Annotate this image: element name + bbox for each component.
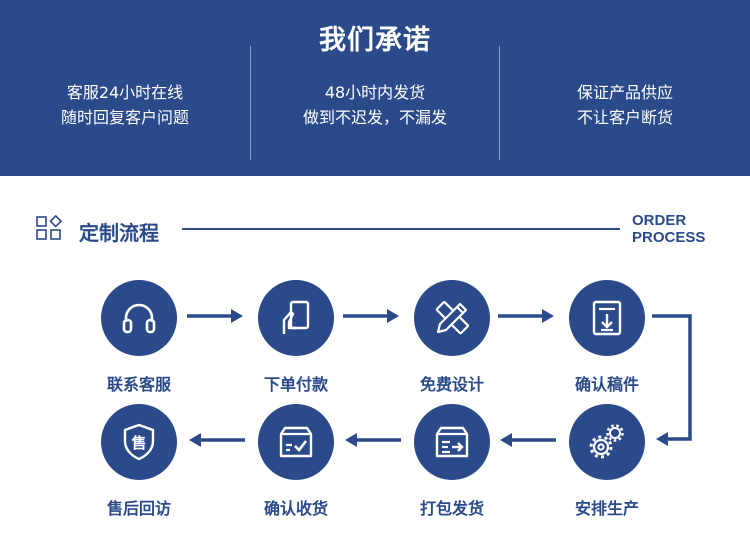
step-label: 联系客服 [106, 375, 171, 394]
banner-divider [499, 46, 500, 160]
step-label: 确认稿件 [574, 375, 639, 394]
promise-item: 保证产品供应 不让客户断货 [500, 80, 750, 130]
step-label: 确认收货 [263, 499, 328, 518]
step-circle [258, 280, 334, 356]
banner-title: 我们承诺 [319, 25, 431, 56]
promise-line: 客服24小时在线 [66, 83, 184, 102]
gears-icon [589, 424, 624, 459]
flow-arrow-left [345, 433, 401, 447]
banner-divider [250, 46, 251, 160]
step-circle [414, 280, 490, 356]
promise-item: 48小时内发货 做到不迟发，不漏发 [250, 80, 500, 130]
step-circle [414, 404, 490, 480]
headset-icon [122, 303, 156, 334]
promise-line: 随时回复客户问题 [60, 108, 189, 127]
step-circle [569, 280, 645, 356]
svg-text:售: 售 [131, 434, 146, 452]
step-label: 打包发货 [419, 499, 484, 518]
step-circle [258, 404, 334, 480]
flow-arrow-left [500, 433, 556, 447]
english-line: PROCESS [632, 229, 706, 246]
grid-icon [36, 215, 63, 240]
flow-arrow-left [189, 433, 245, 447]
promise-line: 保证产品供应 [576, 83, 673, 102]
step-circle [101, 280, 177, 356]
box-check-icon [279, 426, 313, 458]
step-label: 安排生产 [574, 499, 639, 518]
step-circle: 售 [101, 404, 177, 480]
step-label: 下单付款 [263, 375, 328, 394]
flow-arrow-right [343, 309, 399, 323]
heading-line [182, 228, 620, 230]
box-arrow-icon [435, 426, 469, 458]
step-label: 免费设计 [419, 375, 484, 394]
ruler-pencil-icon [435, 301, 469, 335]
promise-line: 不让客户断货 [576, 108, 673, 127]
promise-line: 48小时内发货 [324, 83, 426, 102]
process-title: 定制流程 [79, 221, 159, 245]
shield-shou-icon: 售 [123, 423, 155, 461]
step-circle [569, 404, 645, 480]
process-heading: 定制流程 ORDER PROCESS [0, 210, 750, 250]
flow-connector-down [652, 314, 692, 446]
process-english-title: ORDER PROCESS [632, 212, 705, 246]
english-line: ORDER [632, 212, 687, 229]
promise-item: 客服24小时在线 随时回复客户问题 [0, 80, 250, 130]
promise-line: 做到不迟发，不漏发 [302, 108, 447, 127]
hand-card-icon [282, 300, 310, 334]
download-document-icon [592, 300, 622, 336]
step-label: 售后回访 [106, 499, 171, 518]
promise-banner: 我们承诺 客服24小时在线 随时回复客户问题 48小时内发货 做到不迟发，不漏发… [0, 0, 750, 176]
flow-arrow-right [187, 309, 243, 323]
flow-arrow-right [498, 309, 554, 323]
